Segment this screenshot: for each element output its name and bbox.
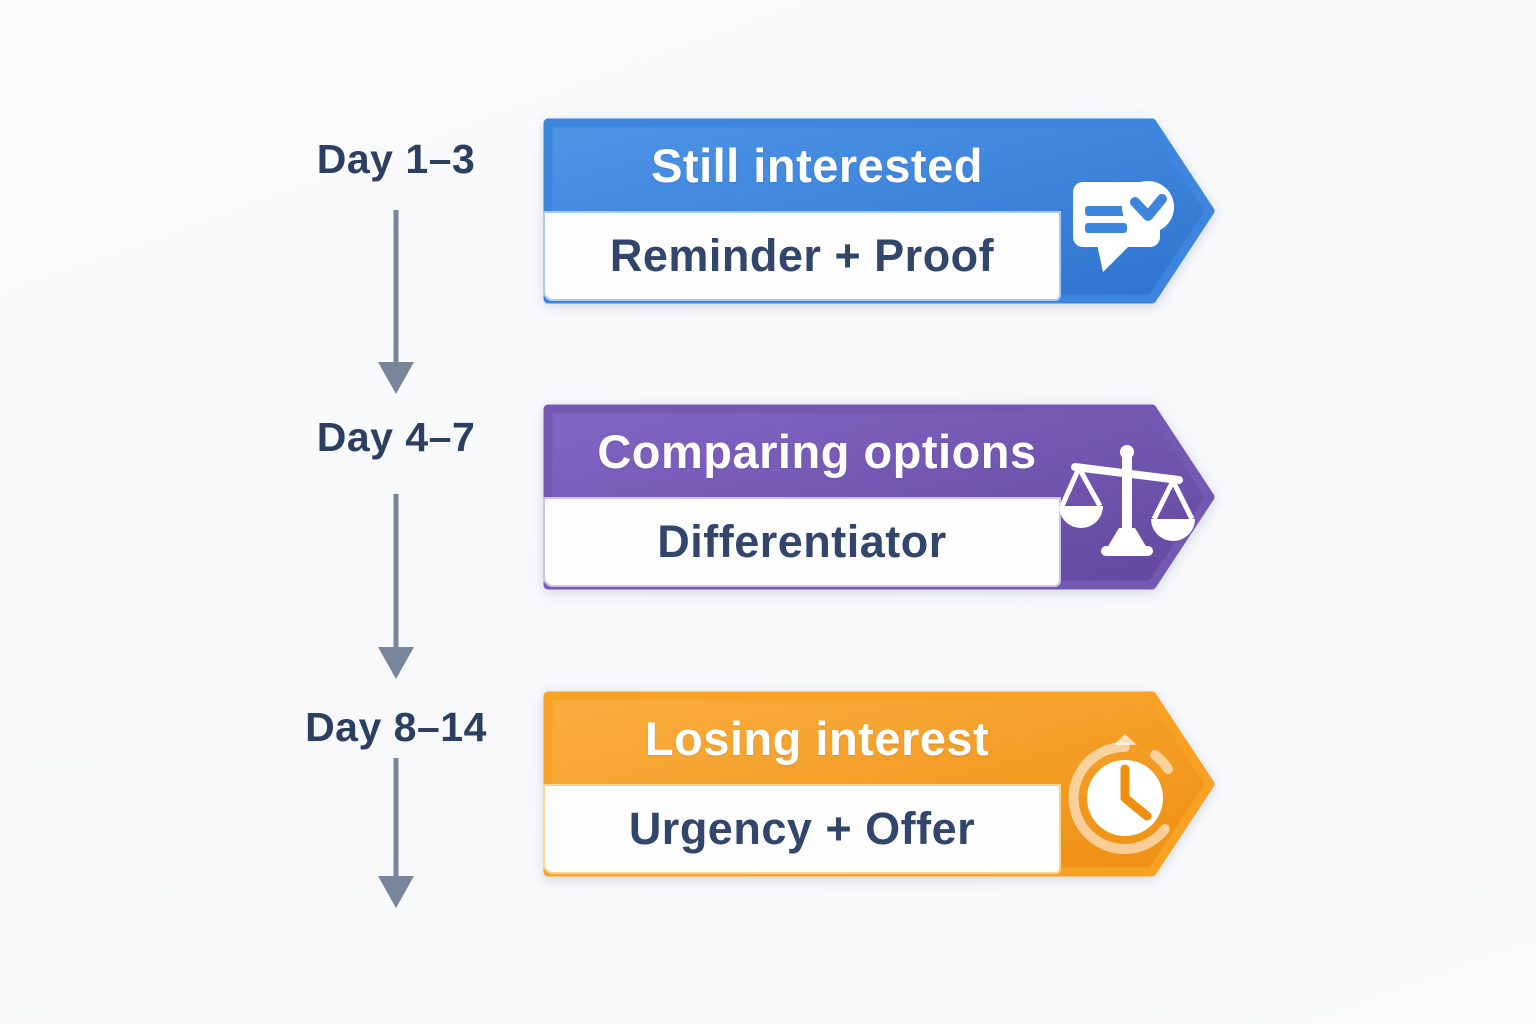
stage-title: Losing interest — [644, 711, 990, 765]
stage-tactic-label: Urgency + Offer — [628, 803, 976, 854]
down-arrow-2 — [378, 494, 414, 679]
stage-title: Comparing options — [597, 424, 1037, 478]
down-arrow-3 — [378, 758, 414, 908]
day-range-label-1: Day 1–3 — [316, 136, 476, 182]
down-arrow-1 — [378, 210, 414, 394]
stage-tactic-label: Differentiator — [657, 516, 947, 567]
chat-message-check-icon — [1073, 181, 1174, 272]
stage-tactic-panel: Urgency + Offer — [543, 784, 1061, 874]
balance-scales-icon — [1059, 445, 1195, 556]
stage-banner-losing-interest: Losing interest Urgency + Offer — [543, 691, 1221, 877]
stage-banner-still-interested: Still interested Reminder + Proof — [543, 118, 1221, 304]
stage-title: Still interested — [651, 138, 983, 192]
stage-tactic-label: Reminder + Proof — [609, 230, 995, 281]
stage-banner-comparing-options: Comparing options Differentiator — [543, 404, 1221, 590]
stage-tactic-panel: Differentiator — [543, 497, 1061, 587]
stage-tactic-panel: Reminder + Proof — [543, 211, 1061, 301]
alarm-clock-icon — [1068, 734, 1173, 854]
day-range-label-3: Day 8–14 — [305, 704, 487, 750]
day-range-label-2: Day 4–7 — [316, 414, 476, 460]
